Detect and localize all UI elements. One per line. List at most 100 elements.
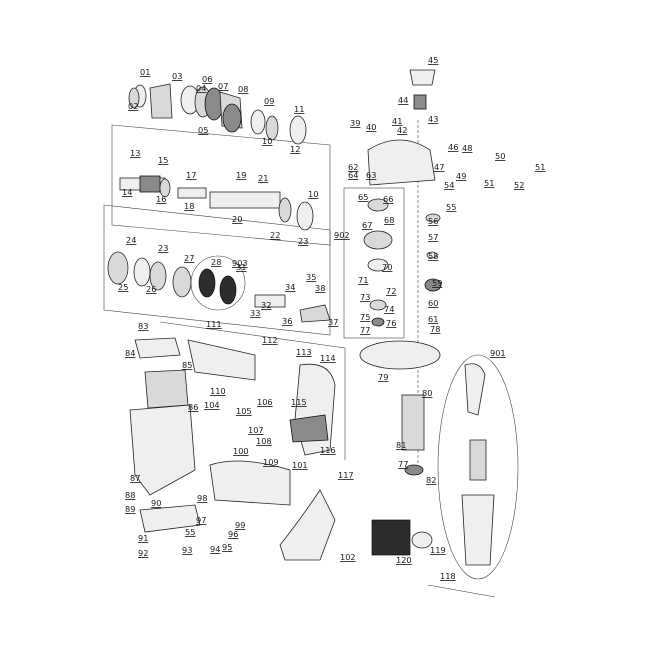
label-10b: 10 bbox=[308, 189, 318, 199]
label-34: 34 bbox=[285, 282, 295, 292]
label-45: 45 bbox=[428, 55, 438, 65]
label-22: 22 bbox=[270, 230, 280, 240]
label-51b: 51 bbox=[535, 162, 545, 172]
label-108: 108 bbox=[256, 436, 272, 446]
label-39: 39 bbox=[350, 118, 360, 128]
label-38: 38 bbox=[315, 283, 325, 293]
label-42: 42 bbox=[397, 125, 407, 135]
label-71: 71 bbox=[358, 275, 368, 285]
label-01: 01 bbox=[140, 67, 150, 77]
label-85: 85 bbox=[182, 360, 192, 370]
clutch-parts bbox=[107, 251, 331, 323]
part-23-ring bbox=[296, 201, 314, 231]
label-114: 114 bbox=[320, 353, 336, 363]
label-56: 56 bbox=[428, 216, 438, 226]
label-48: 48 bbox=[462, 143, 472, 153]
label-10: 10 bbox=[262, 136, 272, 146]
part-120-case bbox=[371, 519, 411, 556]
part-100-shell bbox=[209, 460, 291, 506]
label-903: 903 bbox=[232, 258, 248, 268]
label-95: 95 bbox=[222, 542, 232, 552]
label-91: 91 bbox=[138, 533, 148, 543]
label-101: 101 bbox=[292, 460, 308, 470]
label-84: 84 bbox=[125, 348, 135, 358]
label-93: 93 bbox=[182, 545, 192, 555]
gear-group-902-box bbox=[343, 187, 405, 339]
accessory-parts bbox=[461, 363, 495, 566]
label-12: 12 bbox=[290, 144, 300, 154]
label-60: 60 bbox=[428, 298, 438, 308]
label-04: 04 bbox=[196, 83, 206, 93]
part-15-pin bbox=[139, 175, 161, 193]
label-07: 07 bbox=[218, 81, 228, 91]
label-106: 106 bbox=[257, 397, 273, 407]
label-111: 111 bbox=[206, 319, 222, 329]
label-74: 74 bbox=[384, 304, 394, 314]
part-25-washer bbox=[133, 257, 151, 287]
label-90: 90 bbox=[151, 498, 161, 508]
label-37: 37 bbox=[328, 317, 338, 327]
label-64: 64 bbox=[348, 170, 358, 180]
label-33: 33 bbox=[250, 308, 260, 318]
label-08: 08 bbox=[238, 84, 248, 94]
part-115-switch bbox=[289, 414, 329, 443]
label-35: 35 bbox=[306, 272, 316, 282]
label-15: 15 bbox=[158, 155, 168, 165]
part-09-seal bbox=[250, 109, 266, 135]
label-24: 24 bbox=[126, 235, 136, 245]
part-91-base bbox=[139, 504, 201, 533]
part-22-ring bbox=[278, 197, 292, 223]
label-81: 81 bbox=[396, 440, 406, 450]
label-96: 96 bbox=[228, 529, 238, 539]
label-78: 78 bbox=[430, 324, 440, 334]
label-46: 46 bbox=[448, 142, 458, 152]
label-97: 97 bbox=[196, 515, 206, 525]
label-40: 40 bbox=[366, 122, 376, 132]
part-79-plate bbox=[359, 340, 441, 370]
part-labels: 01 02 03 04 05 06 07 08 09 10 11 12 13 1… bbox=[118, 55, 545, 581]
part-32-gear bbox=[254, 294, 286, 308]
part-56-washer bbox=[425, 213, 441, 223]
label-110: 110 bbox=[210, 386, 226, 396]
part-119-cap bbox=[411, 531, 433, 549]
label-107: 107 bbox=[248, 425, 264, 435]
label-120: 120 bbox=[396, 555, 412, 565]
label-99: 99 bbox=[235, 520, 245, 530]
part-40-housing bbox=[367, 139, 436, 186]
label-86: 86 bbox=[188, 402, 198, 412]
label-57: 57 bbox=[428, 232, 438, 242]
label-66: 66 bbox=[383, 194, 393, 204]
label-113: 113 bbox=[296, 347, 312, 357]
label-112: 112 bbox=[262, 335, 278, 345]
label-77b: 77 bbox=[398, 459, 408, 469]
label-72: 72 bbox=[386, 286, 396, 296]
part-58-ring bbox=[426, 251, 438, 259]
motor-parts bbox=[359, 213, 442, 476]
label-44: 44 bbox=[398, 95, 408, 105]
label-77: 77 bbox=[360, 325, 370, 335]
label-50: 50 bbox=[495, 151, 505, 161]
label-09: 09 bbox=[264, 96, 274, 106]
label-109: 109 bbox=[263, 457, 279, 467]
label-20: 20 bbox=[232, 214, 242, 224]
part-112-shell bbox=[187, 339, 256, 381]
label-19: 19 bbox=[236, 170, 246, 180]
label-104: 104 bbox=[204, 400, 220, 410]
label-18: 18 bbox=[184, 201, 194, 211]
part-05-gear bbox=[222, 103, 242, 133]
label-63: 63 bbox=[366, 170, 376, 180]
label-49: 49 bbox=[456, 171, 466, 181]
label-100: 100 bbox=[233, 446, 249, 456]
label-13: 13 bbox=[130, 148, 140, 158]
part-68-gear bbox=[363, 230, 393, 250]
label-92: 92 bbox=[138, 548, 148, 558]
label-41: 41 bbox=[392, 116, 402, 126]
label-89: 89 bbox=[125, 504, 135, 514]
label-26: 26 bbox=[146, 284, 156, 294]
label-902: 902 bbox=[334, 230, 350, 240]
label-105: 105 bbox=[236, 406, 252, 416]
label-23: 23 bbox=[298, 236, 308, 246]
part-03-sleeve bbox=[149, 83, 173, 119]
label-88: 88 bbox=[125, 490, 135, 500]
part-76-bearing bbox=[371, 317, 385, 327]
